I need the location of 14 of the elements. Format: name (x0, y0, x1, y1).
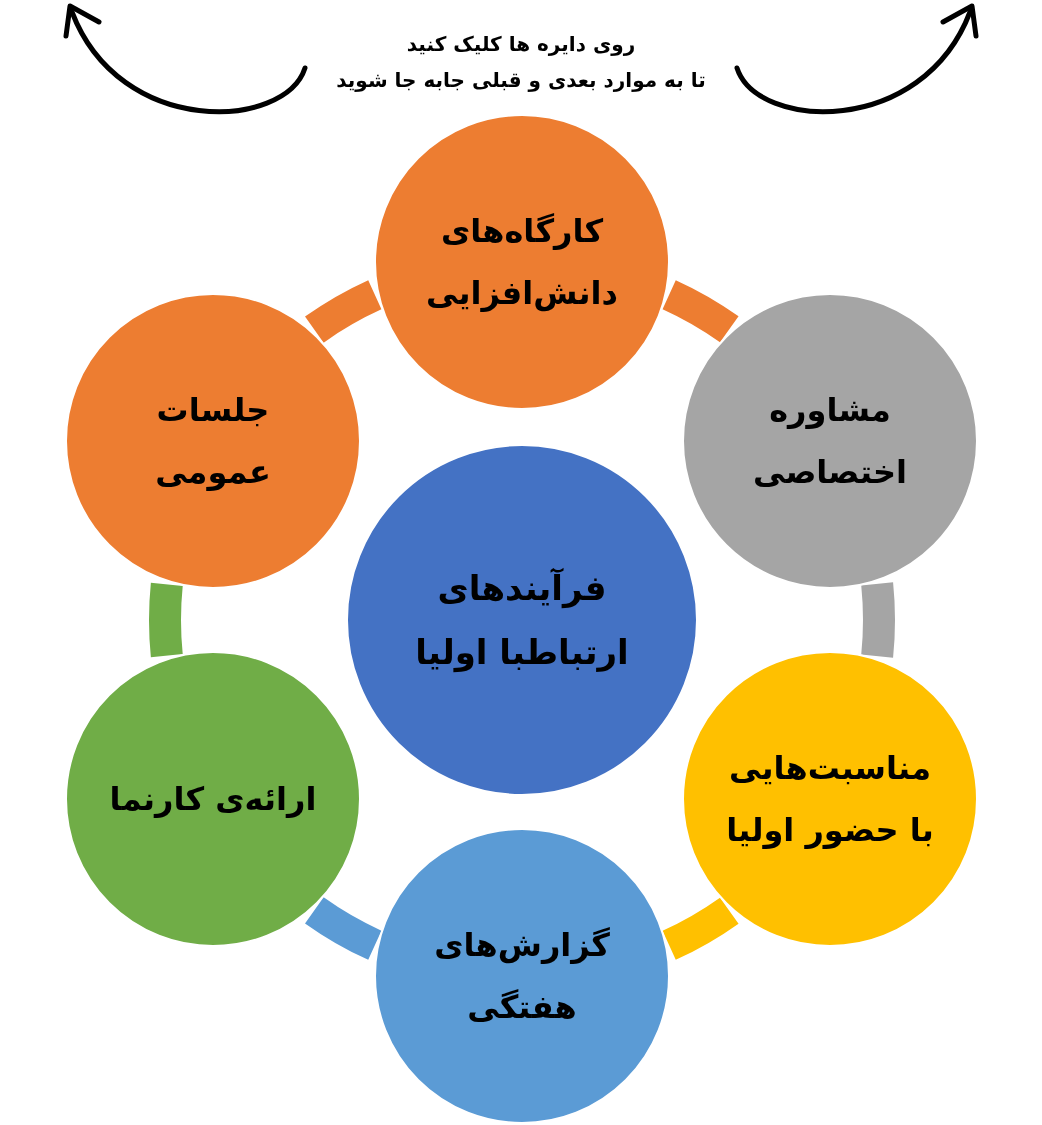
topic-label: مشاوره اختصاصی (753, 390, 907, 493)
connector-arc (305, 280, 382, 343)
topic-label: جلسات عمومی (155, 390, 271, 493)
connector-arc (149, 583, 183, 657)
connector-arc (861, 582, 895, 658)
connector-arc (305, 897, 382, 960)
topic-label: گزارش‌های هفتگی (434, 925, 610, 1028)
connector-arc (662, 280, 739, 343)
topic-label: فرآیندهای ارتباطبا اولیا (415, 567, 629, 675)
topic-label: ارائه‌ی کارنما (109, 779, 317, 820)
topic-label: مناسبت‌هایی با حضور اولیا (726, 748, 934, 851)
instruction-text: روی دایره ها کلیک کنید تا به موارد بعدی و قبلی جابه جا شوید (336, 31, 706, 94)
connector-arc (662, 897, 739, 960)
topic-label: کارگاه‌های دانش‌افزایی (426, 211, 618, 314)
